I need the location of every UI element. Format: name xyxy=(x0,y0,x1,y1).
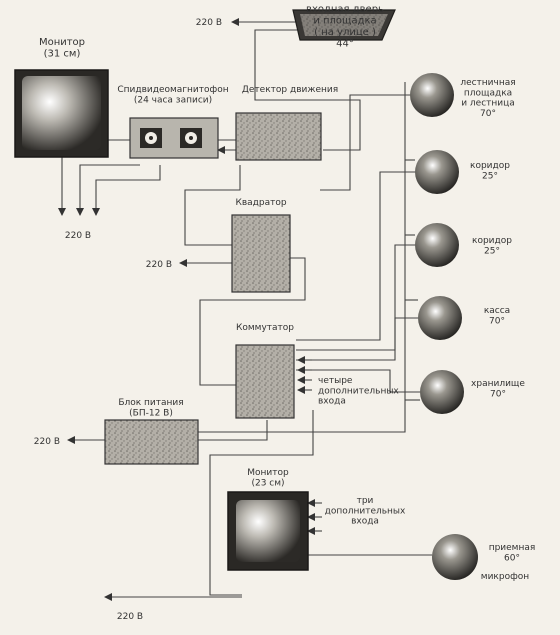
label-cam-corridor-2-line-1: коридор xyxy=(472,236,512,246)
entrance-camera xyxy=(292,9,396,41)
label-three-inputs-line-2: дополнительных xyxy=(325,506,406,516)
label-power-psu-line-1: 220 В xyxy=(34,437,60,447)
label-power-monitor-bottom: 220 В xyxy=(117,612,143,622)
label-psu-line-1: Блок питания xyxy=(118,398,183,408)
label-monitor-bottom: Монитор(23 см) xyxy=(247,468,289,488)
label-switcher-line-1: Коммутатор xyxy=(236,323,294,333)
label-psu-line-2: (БП-12 В) xyxy=(129,408,173,418)
label-cam-cash-line-1: касса xyxy=(484,306,510,316)
label-cam-stairs-line-4: 70° xyxy=(480,109,496,119)
label-cam-stairs-line-2: площадка xyxy=(464,88,512,98)
camera-stairs-icon xyxy=(410,73,454,117)
label-four-inputs-line-2: дополнительных xyxy=(318,386,399,396)
monitor-bottom-screen xyxy=(236,500,300,562)
camera-cash-icon xyxy=(418,296,462,340)
label-microphone-line-1: микрофон xyxy=(481,572,529,582)
label-recorder-line-2: (24 часа записи) xyxy=(134,95,212,105)
label-entrance-line-1: входная дверь xyxy=(306,4,384,15)
label-power-quad-line-1: 220 В xyxy=(146,260,172,270)
label-three-inputs-line-3: входа xyxy=(351,517,379,527)
label-cam-reception-line-2: 60° xyxy=(504,553,520,563)
label-four-inputs-line-1: четыре xyxy=(318,376,353,386)
label-entrance-line-3: ( на улице ) xyxy=(314,27,376,38)
label-recorder: Спидвидеомагнитофон(24 часа записи) xyxy=(117,85,228,105)
label-monitor-bottom-line-1: Монитор xyxy=(247,468,289,478)
label-quad-line-1: Квадратор xyxy=(235,198,286,208)
label-four-inputs-line-3: входа xyxy=(318,397,346,407)
label-motion-detector: Детектор движения xyxy=(242,85,338,95)
camera-corridor-2-icon xyxy=(415,223,459,267)
label-cam-stairs-line-1: лестничная xyxy=(460,78,515,88)
power-supply xyxy=(104,419,199,465)
monitor-bottom xyxy=(227,491,309,571)
label-entrance-line-2: и площадка xyxy=(313,16,376,27)
label-power-monitor-top-line-1: 220 В xyxy=(65,231,91,241)
label-cam-reception-line-1: приемная xyxy=(489,543,536,553)
label-cam-storage-line-1: хранилище xyxy=(471,379,525,389)
label-cam-corridor-2-line-2: 25° xyxy=(484,246,500,256)
wires xyxy=(58,18,432,601)
label-power-entrance-line-1: 220 В xyxy=(196,18,222,28)
quad-splitter xyxy=(231,214,291,293)
label-power-psu: 220 В xyxy=(34,437,60,447)
label-motion-detector-line-1: Детектор движения xyxy=(242,85,338,95)
label-power-entrance: 220 В xyxy=(196,18,222,28)
label-cam-corridor-1-line-1: коридор xyxy=(470,161,510,171)
label-cam-cash-line-2: 70° xyxy=(489,316,505,326)
label-three-inputs-line-1: три xyxy=(357,496,374,506)
camera-storage-icon xyxy=(420,370,464,414)
camera-corridor-1-icon xyxy=(415,150,459,194)
label-cam-storage-line-2: 70° xyxy=(490,389,506,399)
label-recorder-line-1: Спидвидеомагнитофон xyxy=(117,85,228,95)
label-power-quad: 220 В xyxy=(146,260,172,270)
label-monitor-top-line-1: Монитор xyxy=(39,37,85,48)
monitor-top-screen xyxy=(22,76,101,150)
label-entrance-line-4: 44° xyxy=(336,39,354,50)
label-monitor-top: Монитор(31 см) xyxy=(39,37,85,60)
label-power-monitor-top: 220 В xyxy=(65,231,91,241)
motion-detector xyxy=(235,112,322,161)
video-switcher xyxy=(235,344,295,419)
monitor-top xyxy=(14,69,109,158)
label-microphone: микрофон xyxy=(481,572,529,582)
label-switcher: Коммутатор xyxy=(236,323,294,333)
camera-reception-icon xyxy=(432,534,478,580)
label-cam-stairs-line-3: и лестница xyxy=(461,99,515,109)
label-power-monitor-bottom-line-1: 220 В xyxy=(117,612,143,622)
video-recorder xyxy=(129,117,219,159)
label-cam-corridor-1-line-2: 25° xyxy=(482,171,498,181)
label-psu: Блок питания(БП-12 В) xyxy=(118,398,183,418)
label-quad: Квадратор xyxy=(235,198,286,208)
label-monitor-bottom-line-2: (23 см) xyxy=(251,478,284,488)
label-monitor-top-line-2: (31 см) xyxy=(44,49,81,60)
